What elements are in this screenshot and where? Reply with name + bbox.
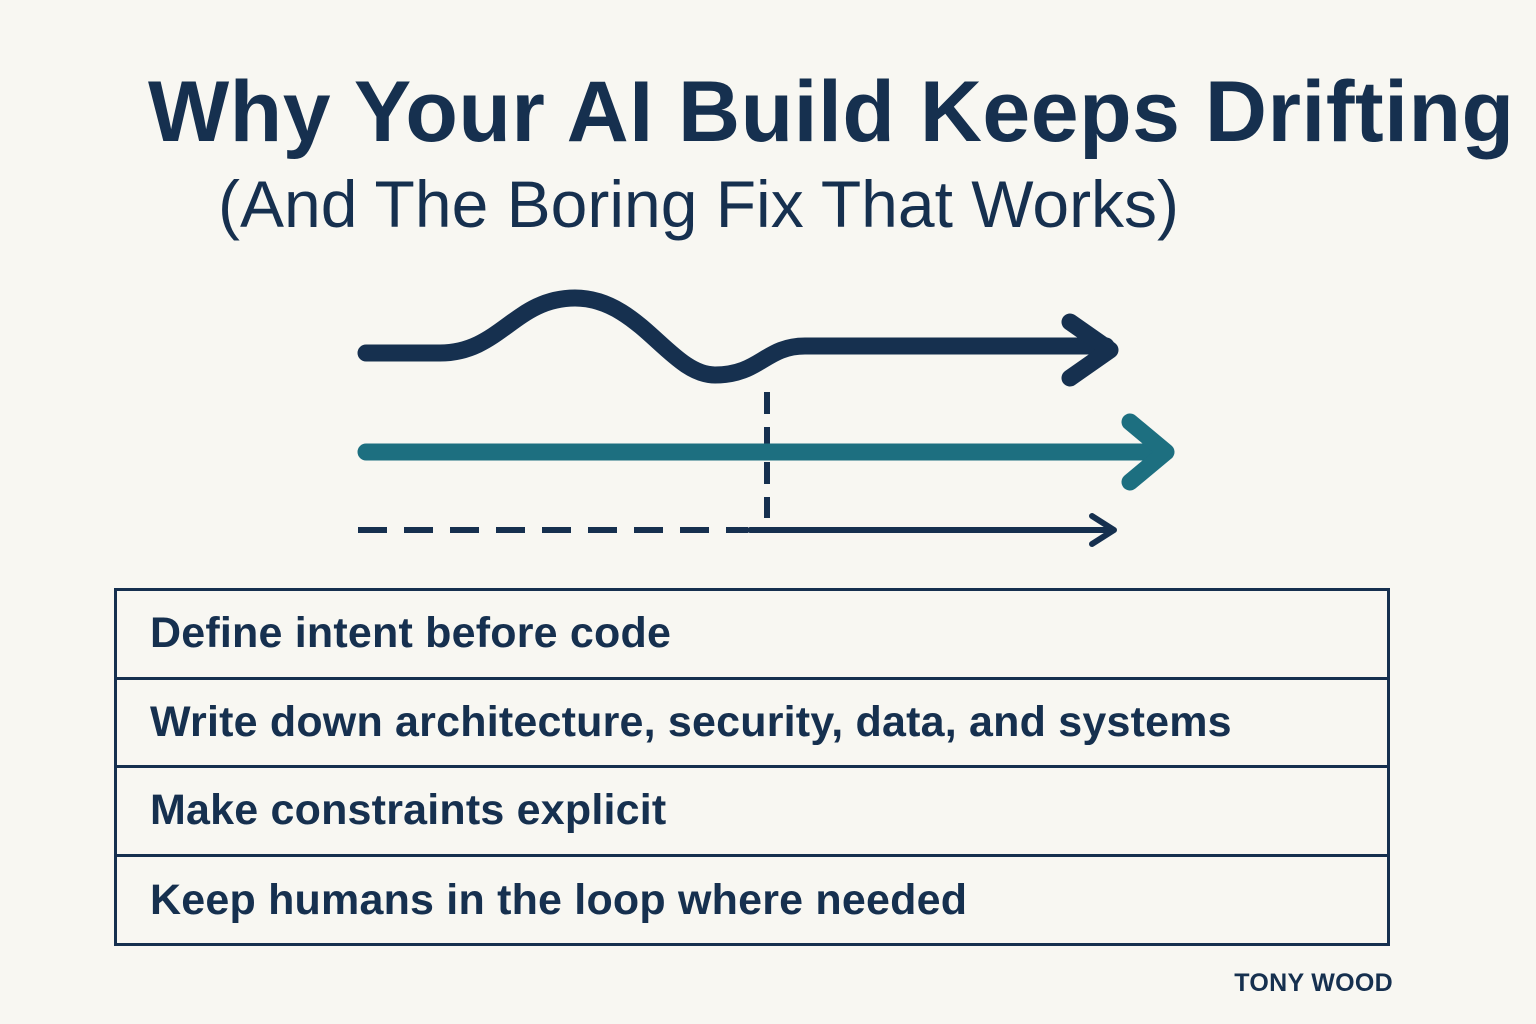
dashed-baseline-arrow-icon (358, 513, 1117, 547)
straight-teal-arrow-icon (357, 413, 1175, 491)
step-row-humans-in-loop: Keep humans in the loop where needed (150, 876, 968, 925)
fix-steps-table: Define intent before code Write down arc… (114, 588, 1390, 946)
step-row-write-down: Write down architecture, security, data,… (117, 680, 1387, 768)
step-row-constraints: Make constraints explicit (117, 768, 1387, 857)
wavy-drift-arrow-icon (357, 289, 1119, 387)
page-subtitle: (And The Boring Fix That Works) (218, 167, 1180, 241)
author-credit: TONY WOOD (1234, 969, 1393, 997)
page-title: Why Your AI Build Keeps Drifting (148, 64, 1515, 160)
step-row-define-intent: Define intent before code (117, 591, 1387, 680)
